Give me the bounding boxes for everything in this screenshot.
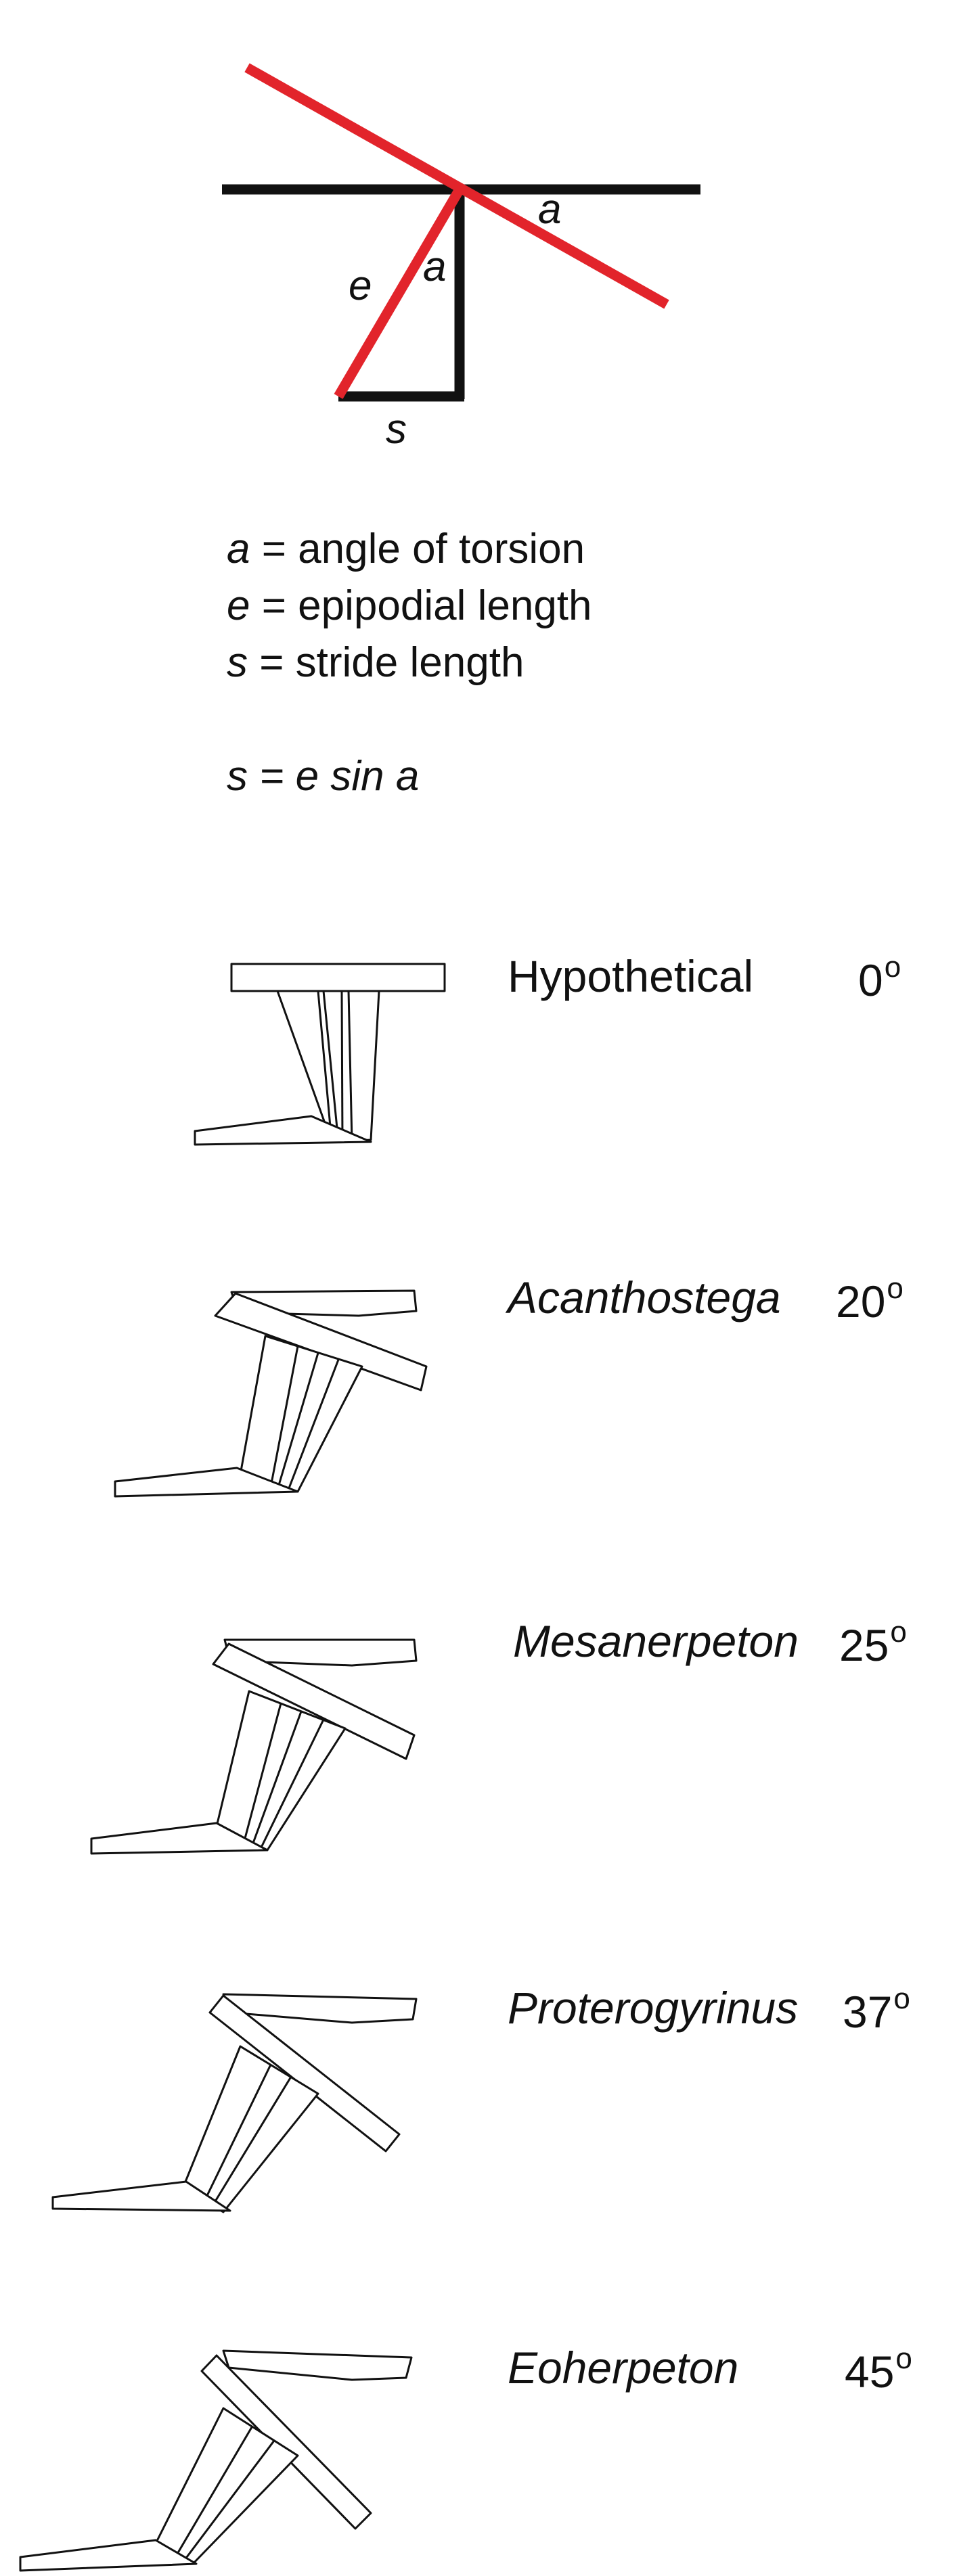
torsion-angle-eoherpeton: 45o	[845, 2342, 912, 2397]
limb-drawing-acanthostega	[114, 1289, 428, 1498]
angle-value: 25	[839, 1620, 889, 1670]
torsion-angle-proterogyrinus: 37o	[843, 1982, 910, 2038]
angle-label-top: a	[538, 186, 561, 233]
stylopod-bar	[230, 963, 446, 992]
limb-drawing-eoherpeton	[19, 2349, 413, 2572]
taxon-label-mesanerpeton: Mesanerpeton	[513, 1615, 799, 1667]
angle-value: 20	[836, 1276, 886, 1327]
torsion-schematic: a a e s	[222, 63, 700, 453]
taxon-name: Hypothetical	[508, 951, 754, 1001]
degree-symbol: o	[893, 1982, 910, 2015]
legend-formula: s = e sin a	[227, 748, 592, 805]
angle-value: 37	[843, 1987, 893, 2037]
stride-label: s	[386, 406, 407, 453]
legend-symbol-a: a	[227, 526, 250, 572]
autopod-foot	[19, 2539, 198, 2572]
autopod-foot	[51, 2180, 231, 2212]
stylopod-bar-back	[222, 2349, 413, 2381]
taxon-name: Mesanerpeton	[513, 1616, 799, 1666]
legend-text-e: = epipodial length	[250, 582, 592, 629]
torsion-angle-acanthostega: 20o	[836, 1272, 904, 1327]
stylopod-bar-front	[200, 2354, 372, 2530]
taxon-name: Eoherpeton	[508, 2343, 739, 2393]
taxon-name: Proterogyrinus	[508, 1983, 799, 2033]
limb-drawing-mesanerpeton	[90, 1638, 418, 1855]
angle-value: 45	[845, 2347, 895, 2397]
angle-value: 0	[858, 955, 883, 1005]
legend-row-stride: s = stride length	[227, 635, 592, 691]
autopod-foot	[194, 1115, 372, 1146]
limb-drawing-hypothetical	[194, 963, 446, 1146]
torsion-angle-mesanerpeton: 25o	[839, 1615, 907, 1671]
formula-text: s = e sin a	[227, 753, 420, 800]
taxon-name: Acanthostega	[508, 1272, 781, 1322]
legend-row-epipodial: e = epipodial length	[227, 578, 592, 635]
taxon-label-eoherpeton: Eoherpeton	[508, 2342, 738, 2393]
taxon-label-acanthostega: Acanthostega	[508, 1272, 781, 1323]
legend-text-a: = angle of torsion	[250, 526, 585, 572]
epipodial-bones	[276, 990, 380, 1143]
degree-symbol: o	[887, 1272, 904, 1305]
epipodial-red-line	[334, 187, 464, 399]
degree-symbol: o	[890, 1615, 907, 1649]
taxon-label-proterogyrinus: Proterogyrinus	[508, 1982, 798, 2033]
autopod-foot	[90, 1822, 269, 1855]
angle-label-inner: a	[423, 244, 446, 290]
epipodial-label: e	[349, 262, 372, 309]
legend-symbol-s: s	[227, 639, 248, 686]
stylopod-bar-front	[208, 1994, 401, 2153]
taxon-label-hypothetical: Hypothetical	[508, 950, 753, 1002]
torsion-axis-red-line	[244, 63, 669, 309]
autopod-foot	[114, 1467, 299, 1498]
legend-row-angle: a = angle of torsion	[227, 521, 592, 578]
limb-drawing-proterogyrinus	[51, 1993, 418, 2213]
degree-symbol: o	[884, 950, 901, 984]
legend-text-s: = stride length	[248, 639, 525, 686]
degree-symbol: o	[895, 2342, 912, 2375]
legend-block: a = angle of torsion e = epipodial lengt…	[227, 521, 592, 805]
torsion-angle-hypothetical: 0o	[858, 950, 901, 1006]
legend-symbol-e: e	[227, 582, 250, 629]
